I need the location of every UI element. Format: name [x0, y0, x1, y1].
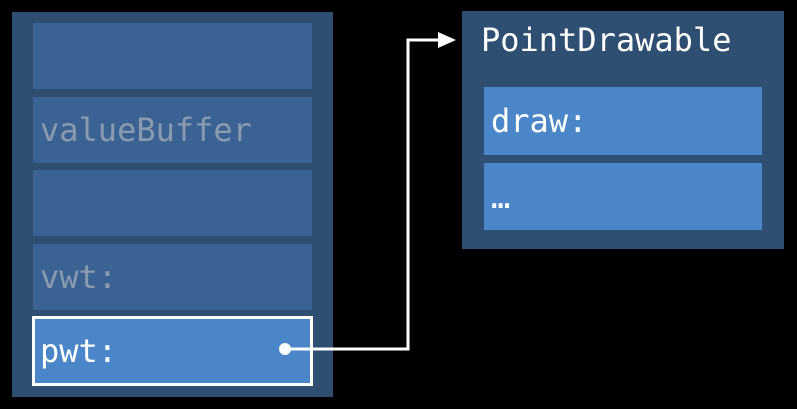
entry-draw: draw: — [484, 87, 762, 155]
protocol-witness-table: PointDrawable draw: … — [462, 11, 784, 249]
cell-pwt: pwt: — [32, 316, 313, 386]
cell-vwt: vwt: — [33, 244, 312, 310]
table-title: PointDrawable — [481, 21, 732, 59]
entry-ellipsis: … — [484, 163, 762, 230]
cell-empty-1 — [33, 23, 312, 89]
existential-container: valueBuffer vwt: pwt: — [12, 12, 333, 397]
arrowhead-icon — [438, 32, 456, 48]
cell-value-buffer: valueBuffer — [33, 97, 312, 163]
cell-empty-2 — [33, 170, 312, 236]
